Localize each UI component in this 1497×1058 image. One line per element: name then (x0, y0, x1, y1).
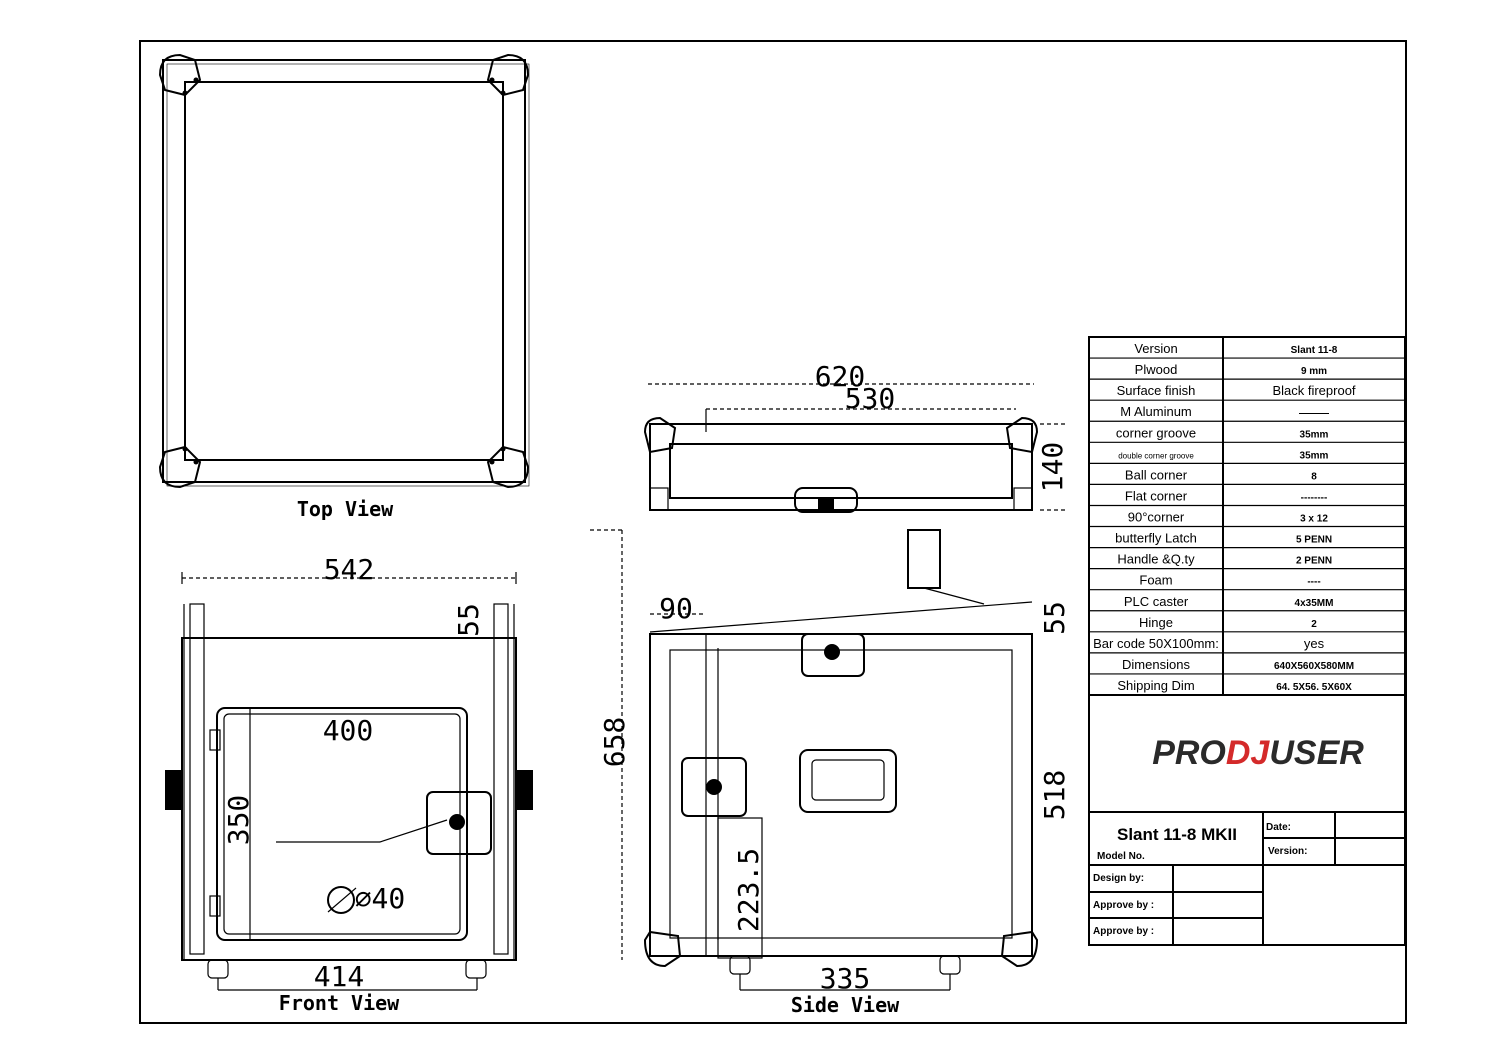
spec-label: Ball corner (1125, 467, 1188, 482)
dim-620: 620 (815, 360, 866, 393)
dim-414: 414 (314, 960, 365, 993)
spec-label: corner groove (1116, 425, 1196, 440)
spec-value: yes (1304, 636, 1325, 651)
spec-value: 2 (1311, 619, 1317, 630)
spec-label: M Aluminum (1120, 404, 1192, 419)
spec-label: butterfly Latch (1115, 531, 1197, 546)
top-view-label: Top View (297, 497, 394, 521)
approve-by-label-2: Approve by : (1093, 926, 1154, 937)
dim-658: 658 (598, 717, 631, 768)
dim-diameter-40: ⌀40 (355, 882, 406, 915)
spec-value: 4x35MM (1295, 598, 1334, 609)
side-view-label: Side View (791, 993, 900, 1017)
spec-label: Dimensions (1122, 657, 1190, 672)
spec-label: Hinge (1139, 615, 1173, 630)
spec-label: double corner groove (1118, 451, 1194, 460)
version-label: Version: (1268, 846, 1307, 857)
spec-value: 9 mm (1301, 366, 1327, 377)
spec-label: Handle &Q.ty (1117, 552, 1195, 567)
spec-value: Slant 11-8 (1291, 345, 1338, 356)
dim-side-55: 55 (1038, 601, 1071, 635)
model-no-label: Model No. (1097, 851, 1145, 862)
spec-value: 2 PENN (1296, 556, 1332, 567)
dim-518: 518 (1038, 770, 1071, 821)
spec-label: 90°corner (1128, 510, 1185, 525)
spec-value: 35mm (1300, 429, 1329, 440)
design-by-label: Design by: (1093, 873, 1144, 884)
spec-label: PLC caster (1124, 594, 1189, 609)
model-name: Slant 11-8 MKII (1117, 825, 1237, 844)
sheet-border (139, 40, 1407, 1024)
spec-value: 5 PENN (1296, 535, 1332, 546)
spec-label: Shipping Dim (1117, 678, 1194, 693)
dim-530: 530 (845, 382, 896, 415)
produser-logo: PRODJUSER (1152, 734, 1364, 772)
top-side-view (643, 383, 1068, 513)
dim-223-5: 223.5 (732, 848, 765, 932)
spec-value: 35mm (1300, 450, 1329, 461)
spec-value: 64. 5X56. 5X60X (1276, 682, 1352, 693)
title-block (1089, 811, 1405, 945)
dim-350: 350 (222, 795, 255, 846)
spec-value: ——— (1299, 408, 1329, 419)
top-view-frame (158, 53, 530, 489)
spec-value: 8 (1311, 471, 1317, 482)
spec-value: 640X560X580MM (1274, 661, 1354, 672)
spec-label: Version (1134, 341, 1177, 356)
dim-400: 400 (323, 714, 374, 747)
spec-value: Black fireproof (1272, 383, 1355, 398)
spec-label: Surface finish (1117, 383, 1196, 398)
dim-90: 90 (659, 592, 693, 625)
spec-value: ---- (1307, 577, 1320, 588)
dim-front-55: 55 (452, 603, 485, 637)
spec-value: -------- (1301, 492, 1328, 503)
dim-140: 140 (1036, 442, 1069, 493)
front-view (165, 572, 533, 991)
spec-label: Bar code 50X100mm: (1093, 636, 1219, 651)
spec-label: Plwood (1135, 362, 1178, 377)
side-view (590, 529, 1039, 991)
front-view-label: Front View (279, 991, 400, 1015)
spec-value: 3 x 12 (1300, 514, 1328, 525)
spec-label: Flat corner (1125, 488, 1188, 503)
spec-label: Foam (1139, 573, 1172, 588)
dim-542: 542 (324, 553, 375, 586)
date-label: Date: (1266, 822, 1291, 833)
approve-by-label-1: Approve by : (1093, 900, 1154, 911)
dim-335: 335 (820, 962, 871, 995)
